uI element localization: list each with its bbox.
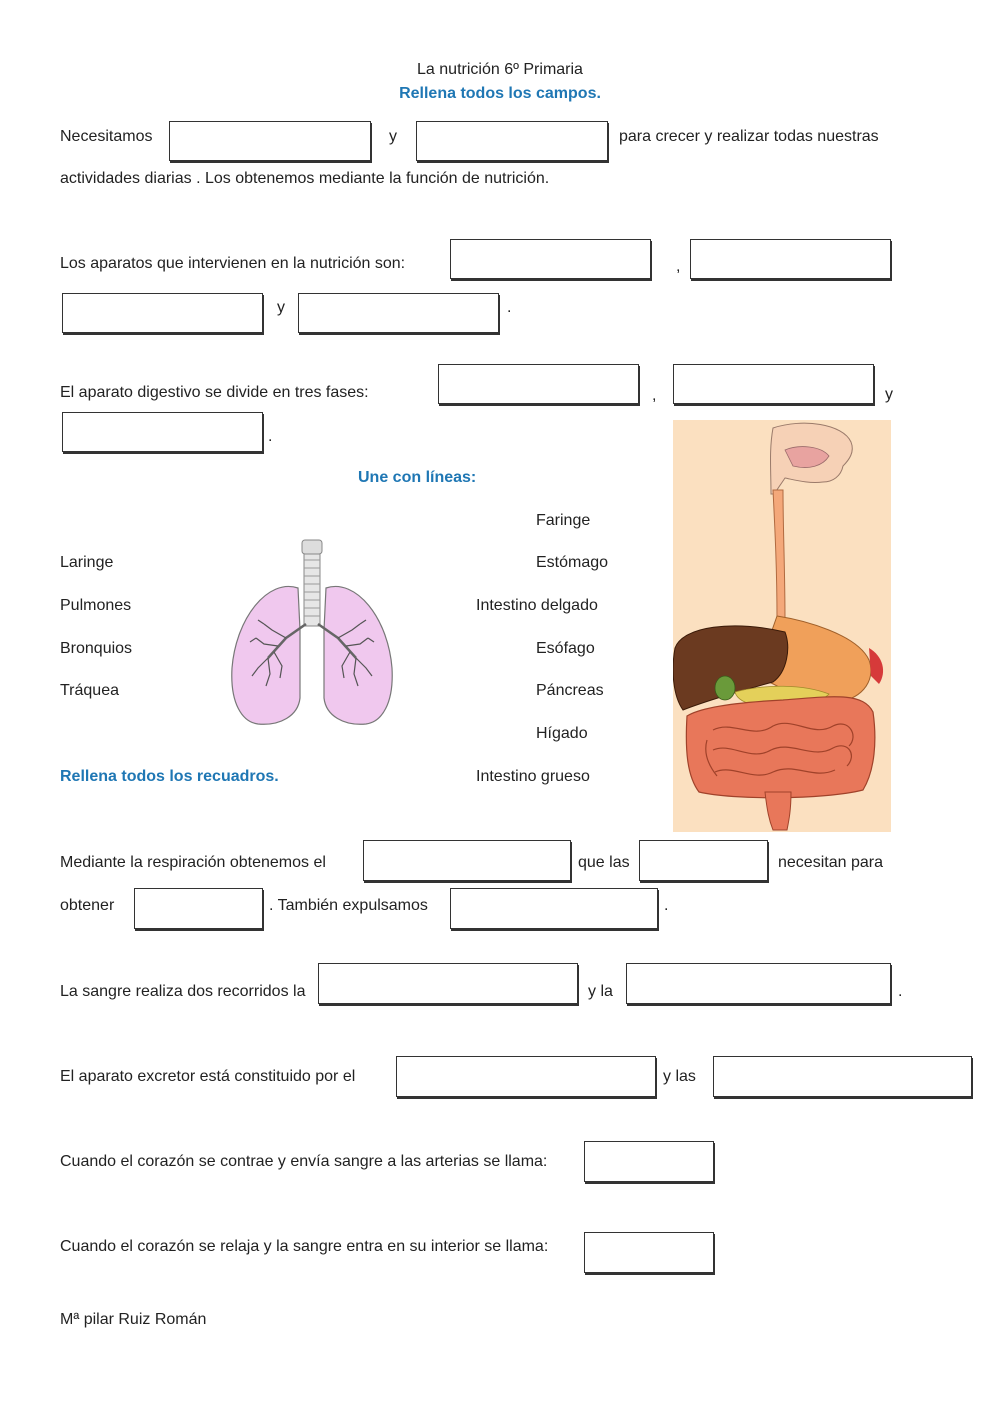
- q6-text-before: El aparato excretor está constituido por…: [60, 1068, 356, 1085]
- right-item-intestino-delgado[interactable]: Intestino delgado: [476, 597, 598, 614]
- right-item-faringe[interactable]: Faringe: [536, 512, 591, 529]
- q3-blank-1[interactable]: [438, 364, 639, 404]
- q4-text-before: Mediante la respiración obtenemos el: [60, 854, 326, 871]
- matching-instruction: Une con líneas:: [358, 469, 477, 486]
- q1-text-before: Necesitamos: [60, 128, 153, 145]
- q6-text-mid: y las: [663, 1068, 696, 1085]
- q4-text-mid: que las: [578, 854, 630, 871]
- q2-blank-3[interactable]: [62, 293, 263, 333]
- boxes-instruction: Rellena todos los recuadros.: [60, 768, 279, 785]
- q8-text: Cuando el corazón se relaja y la sangre …: [60, 1238, 549, 1255]
- q4-blank-2[interactable]: [639, 840, 768, 881]
- q1-blank-2[interactable]: [416, 121, 608, 161]
- q3-text: El aparato digestivo se divide en tres f…: [60, 384, 369, 401]
- lungs-illustration: [231, 539, 393, 725]
- right-item-esofago[interactable]: Esófago: [536, 640, 595, 657]
- q8-blank[interactable]: [584, 1232, 714, 1273]
- q2-blank-4[interactable]: [298, 293, 499, 333]
- page-title: La nutrición 6º Primaria: [417, 61, 583, 78]
- q3-period: .: [268, 428, 273, 445]
- right-item-estomago[interactable]: Estómago: [536, 554, 609, 571]
- q2-comma: ,: [676, 258, 681, 275]
- q6-blank-2[interactable]: [713, 1056, 972, 1097]
- q1-blank-1[interactable]: [169, 121, 371, 161]
- q3-blank-3[interactable]: [62, 412, 263, 452]
- left-item-traquea[interactable]: Tráquea: [60, 682, 119, 699]
- q5-blank-1[interactable]: [318, 963, 578, 1004]
- q4-blank-4[interactable]: [450, 888, 658, 929]
- right-item-intestino-grueso[interactable]: Intestino grueso: [476, 768, 590, 785]
- q2-period: .: [507, 299, 512, 316]
- q4-text-after: necesitan para: [778, 854, 883, 871]
- author-signature: Mª pilar Ruiz Román: [60, 1311, 207, 1328]
- left-item-bronquios[interactable]: Bronquios: [60, 640, 133, 657]
- q4-text-line2-end: .: [664, 897, 669, 914]
- q4-text-line2-start: obtener: [60, 897, 115, 914]
- right-item-higado[interactable]: Hígado: [536, 725, 588, 742]
- q4-blank-3[interactable]: [134, 888, 263, 929]
- q1-text-line2: actividades diarias . Los obtenemos medi…: [60, 170, 550, 187]
- q5-text-mid: y la: [588, 983, 613, 1000]
- q2-blank-2[interactable]: [690, 239, 891, 279]
- q4-blank-1[interactable]: [363, 840, 571, 881]
- q2-and: y: [277, 299, 285, 316]
- q7-blank[interactable]: [584, 1141, 714, 1182]
- q1-and: y: [389, 128, 397, 145]
- fill-instruction: Rellena todos los campos.: [399, 85, 601, 102]
- digestive-system-illustration: [673, 420, 891, 832]
- left-item-pulmones[interactable]: Pulmones: [60, 597, 132, 614]
- q4-text-line2-mid: . También expulsamos: [269, 897, 428, 914]
- q3-comma: ,: [652, 387, 657, 404]
- right-item-pancreas[interactable]: Páncreas: [536, 682, 604, 699]
- q6-blank-1[interactable]: [396, 1056, 656, 1097]
- left-item-laringe[interactable]: Laringe: [60, 554, 114, 571]
- q3-and: y: [885, 386, 893, 403]
- q2-blank-1[interactable]: [450, 239, 651, 279]
- q7-text: Cuando el corazón se contrae y envía san…: [60, 1153, 548, 1170]
- q5-blank-2[interactable]: [626, 963, 891, 1004]
- q1-text-after: para crecer y realizar todas nuestras: [619, 128, 879, 145]
- q3-blank-2[interactable]: [673, 364, 874, 404]
- q5-text-before: La sangre realiza dos recorridos la: [60, 983, 306, 1000]
- q5-text-end: .: [898, 983, 903, 1000]
- q2-text: Los aparatos que intervienen en la nutri…: [60, 255, 406, 272]
